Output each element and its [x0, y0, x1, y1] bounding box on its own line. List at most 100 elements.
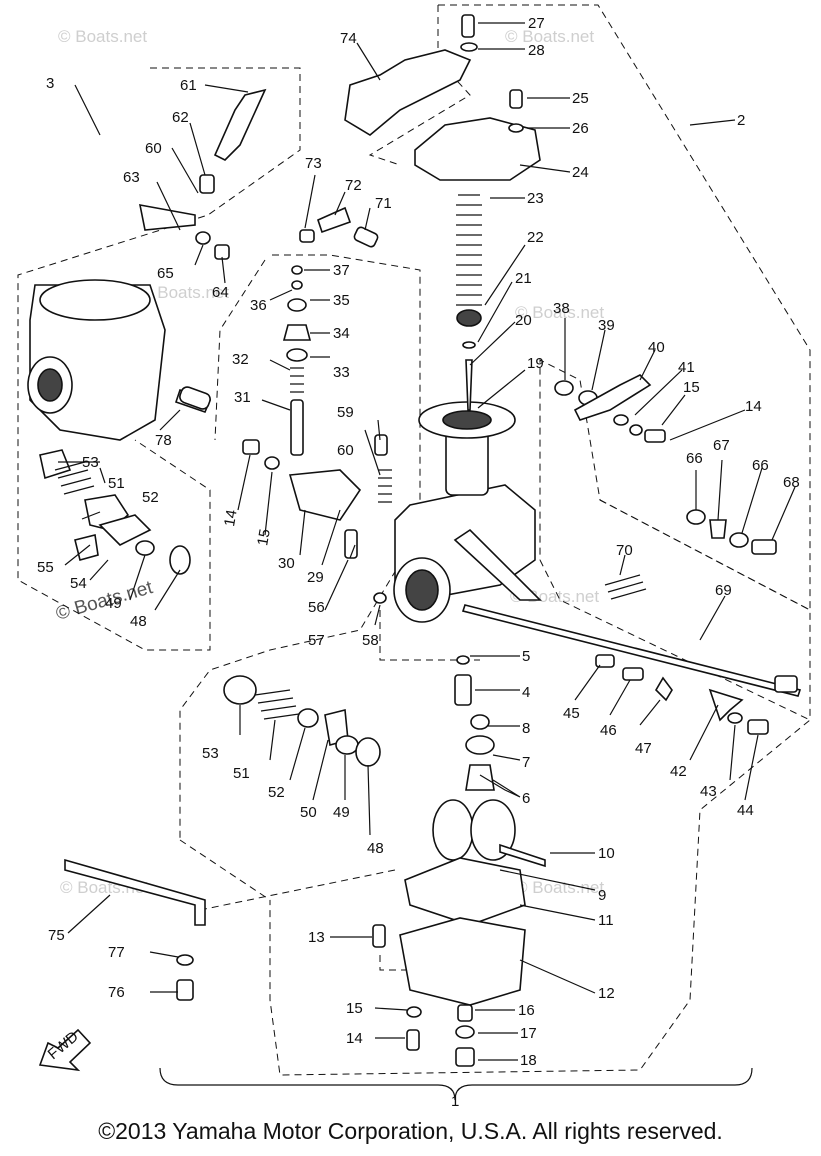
- callout-label: 3: [46, 75, 54, 92]
- callout-label: 55: [37, 559, 54, 576]
- callout-label: 78: [155, 432, 172, 449]
- group-outlines: [17, 4, 811, 1076]
- callout-label: 69: [715, 582, 732, 599]
- callout-label: 62: [172, 109, 189, 126]
- callout-label: 76: [108, 984, 125, 1001]
- callout-label: 60: [337, 442, 354, 459]
- callout-label: 13: [308, 929, 325, 946]
- leader-lines: [58, 22, 796, 1101]
- callout-label: 16: [518, 1002, 535, 1019]
- callout-label: 52: [268, 784, 285, 801]
- callout-label: 33: [333, 364, 350, 381]
- callout-label: 19: [527, 355, 544, 372]
- copyright-notice: ©2013 Yamaha Motor Corporation, U.S.A. A…: [98, 1118, 723, 1144]
- callout-label: 22: [527, 229, 544, 246]
- callout-label: 34: [333, 325, 350, 342]
- callout-label: 77: [108, 944, 125, 961]
- callout-label: 20: [515, 312, 532, 329]
- callout-label: 6: [522, 790, 530, 807]
- callout-label: 17: [520, 1025, 537, 1042]
- callout-label: 14: [221, 508, 241, 527]
- assembly-label: 1: [451, 1093, 459, 1110]
- callout-label: 28: [528, 42, 545, 59]
- callout-label: 11: [598, 912, 614, 929]
- callout-label: 66: [686, 450, 703, 467]
- callout-label: 12: [598, 985, 615, 1002]
- watermark-text: © Boats.net: [515, 303, 604, 322]
- callout-label: 58: [362, 632, 379, 649]
- callout-label: 14: [346, 1030, 363, 1047]
- callout-label: 31: [234, 389, 251, 406]
- callout-label: 29: [307, 569, 324, 586]
- forward-arrow-icon: FWD: [38, 1028, 92, 1072]
- callout-label: 44: [737, 802, 754, 819]
- callout-label: 51: [233, 765, 250, 782]
- callout-label: 32: [232, 351, 249, 368]
- callout-label: 61: [180, 77, 197, 94]
- small-parts: [39, 88, 802, 1067]
- carburetor-exploded-diagram: © Boats.net © Boats.net © Boats.net © Bo…: [17, 4, 811, 1110]
- callout-label: 40: [648, 339, 665, 356]
- callout-label: 41: [678, 359, 695, 376]
- callout-label: 73: [305, 155, 322, 172]
- callout-label: 24: [572, 164, 589, 181]
- carburetor-assembled-view: [27, 279, 212, 441]
- callout-label: 7: [522, 754, 530, 771]
- callout-label: 65: [157, 265, 174, 282]
- callout-label: 39: [598, 317, 615, 334]
- callout-label: 42: [670, 763, 687, 780]
- callout-label: 25: [572, 90, 589, 107]
- callout-label: 52: [142, 489, 159, 506]
- callout-label: 72: [345, 177, 362, 194]
- callout-label: 49: [105, 595, 122, 612]
- callout-label: 71: [375, 195, 392, 212]
- callout-label: 30: [278, 555, 295, 572]
- callout-label: 26: [572, 120, 589, 137]
- callout-label: 49: [333, 804, 350, 821]
- callout-label: 43: [700, 783, 717, 800]
- callout-label: 5: [522, 648, 530, 665]
- callout-label: 23: [527, 190, 544, 207]
- callout-label: 70: [616, 542, 633, 559]
- callout-label: 53: [82, 454, 99, 471]
- callout-label: 8: [522, 720, 530, 737]
- carburetor-body: [393, 401, 542, 623]
- callout-label: 37: [333, 262, 350, 279]
- callout-label: 21: [515, 270, 532, 287]
- callout-label: 67: [713, 437, 730, 454]
- watermark-text: © Boats.net: [515, 878, 604, 897]
- callout-label: 53: [202, 745, 219, 762]
- callout-label: 56: [308, 599, 325, 616]
- callout-label: 48: [130, 613, 147, 630]
- callout-label: 35: [333, 292, 350, 309]
- callout-label: 36: [250, 297, 267, 314]
- callout-label: 74: [340, 30, 357, 47]
- callout-label: 38: [553, 300, 570, 317]
- watermark-text: © Boats.net: [505, 27, 594, 46]
- callout-label: 15: [683, 379, 700, 396]
- callout-label: 47: [635, 740, 652, 757]
- top-cover-parts: [344, 14, 541, 411]
- callout-label: 63: [123, 169, 140, 186]
- callout-label: 57: [308, 632, 325, 649]
- watermark-text: © Boats.net: [140, 283, 229, 302]
- callout-label: 9: [598, 887, 606, 904]
- callout-label: 48: [367, 840, 384, 857]
- callout-label: 18: [520, 1052, 537, 1069]
- callout-label: 14: [745, 398, 762, 415]
- callout-label: 46: [600, 722, 617, 739]
- callout-label: 54: [70, 575, 87, 592]
- callout-label: 60: [145, 140, 162, 157]
- callout-label: 45: [563, 705, 580, 722]
- callout-label: 2: [737, 112, 745, 129]
- callout-label: 68: [783, 474, 800, 491]
- callout-label: 51: [108, 475, 125, 492]
- watermark-text: © Boats.net: [58, 27, 147, 46]
- callout-label: 64: [212, 284, 229, 301]
- callout-label: 4: [522, 684, 530, 701]
- callout-label: 66: [752, 457, 769, 474]
- callout-label: 50: [300, 804, 317, 821]
- callout-label: 15: [346, 1000, 363, 1017]
- callout-label: 10: [598, 845, 615, 862]
- callout-label: 75: [48, 927, 65, 944]
